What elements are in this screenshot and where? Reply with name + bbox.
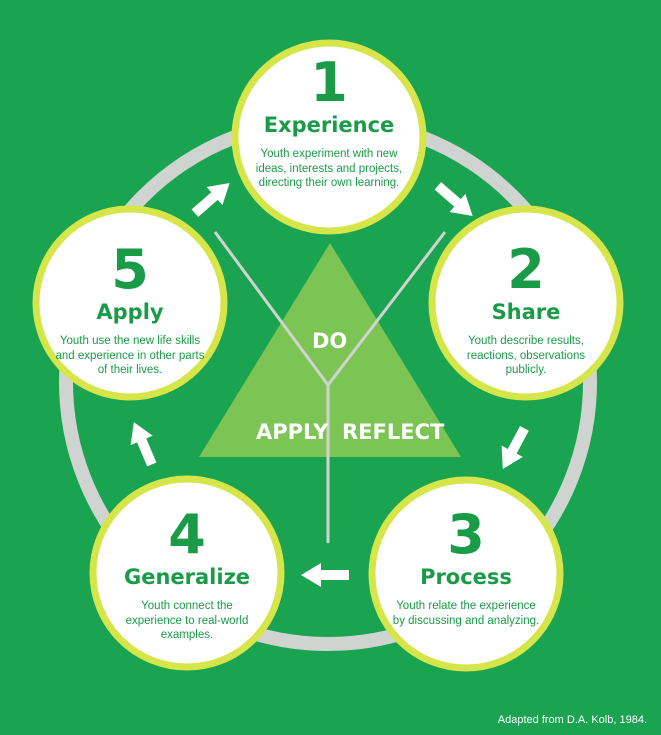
stage-3-description: Youth relate the experience by discussin… xyxy=(392,600,540,627)
stage-2-number: 2 xyxy=(507,238,545,301)
stage-circle-4 xyxy=(89,475,285,671)
stage-circle-1 xyxy=(231,39,427,235)
stage-4-description: Youth connect the experience to real-wor… xyxy=(125,600,249,641)
stage-4-number: 4 xyxy=(168,503,206,566)
stage-4: 4 Generalize Youth connect the experienc… xyxy=(92,508,282,643)
stage-3: 3 Process Youth relate the experience by… xyxy=(371,508,561,628)
stage-2-title: Share xyxy=(491,300,561,324)
stage-5: 5 Apply Youth use the new life skills an… xyxy=(35,243,225,378)
stage-4-title: Generalize xyxy=(123,565,251,589)
arrow-3-to-4 xyxy=(301,563,349,587)
arrow-2-to-3 xyxy=(501,425,529,469)
stage-5-title: Apply xyxy=(96,300,164,324)
triangle-label-reflect: REFLECT xyxy=(342,420,445,444)
stage-2: 2 Share Youth describe results, reaction… xyxy=(431,243,621,378)
triangle-label-do: DO xyxy=(312,329,348,353)
stage-1-number: 1 xyxy=(310,51,348,114)
stage-1-description: Youth experiment with new ideas, interes… xyxy=(255,148,403,189)
stage-5-description: Youth use the new life skills and experi… xyxy=(55,335,205,376)
stage-circle-5 xyxy=(32,205,228,401)
stage-circle-3 xyxy=(368,476,564,672)
stage-2-description: Youth describe results, reactions, obser… xyxy=(466,335,586,376)
arrow-4-to-5 xyxy=(130,422,157,467)
center-triangle xyxy=(199,243,461,457)
triangle-label-apply: APPLY xyxy=(256,420,329,444)
y-connector xyxy=(213,231,447,543)
stage-5-number: 5 xyxy=(111,238,149,301)
stage-circle-2 xyxy=(428,205,624,401)
source-credit: Adapted from D.A. Kolb, 1984. xyxy=(497,714,647,726)
arrow-1-to-2 xyxy=(434,182,473,217)
stage-3-title: Process xyxy=(420,565,512,589)
stage-1: 1 Experience Youth experiment with new i… xyxy=(234,56,424,191)
arrow-5-to-1 xyxy=(191,182,230,217)
stage-1-title: Experience xyxy=(263,113,395,137)
stage-3-number: 3 xyxy=(447,503,485,566)
